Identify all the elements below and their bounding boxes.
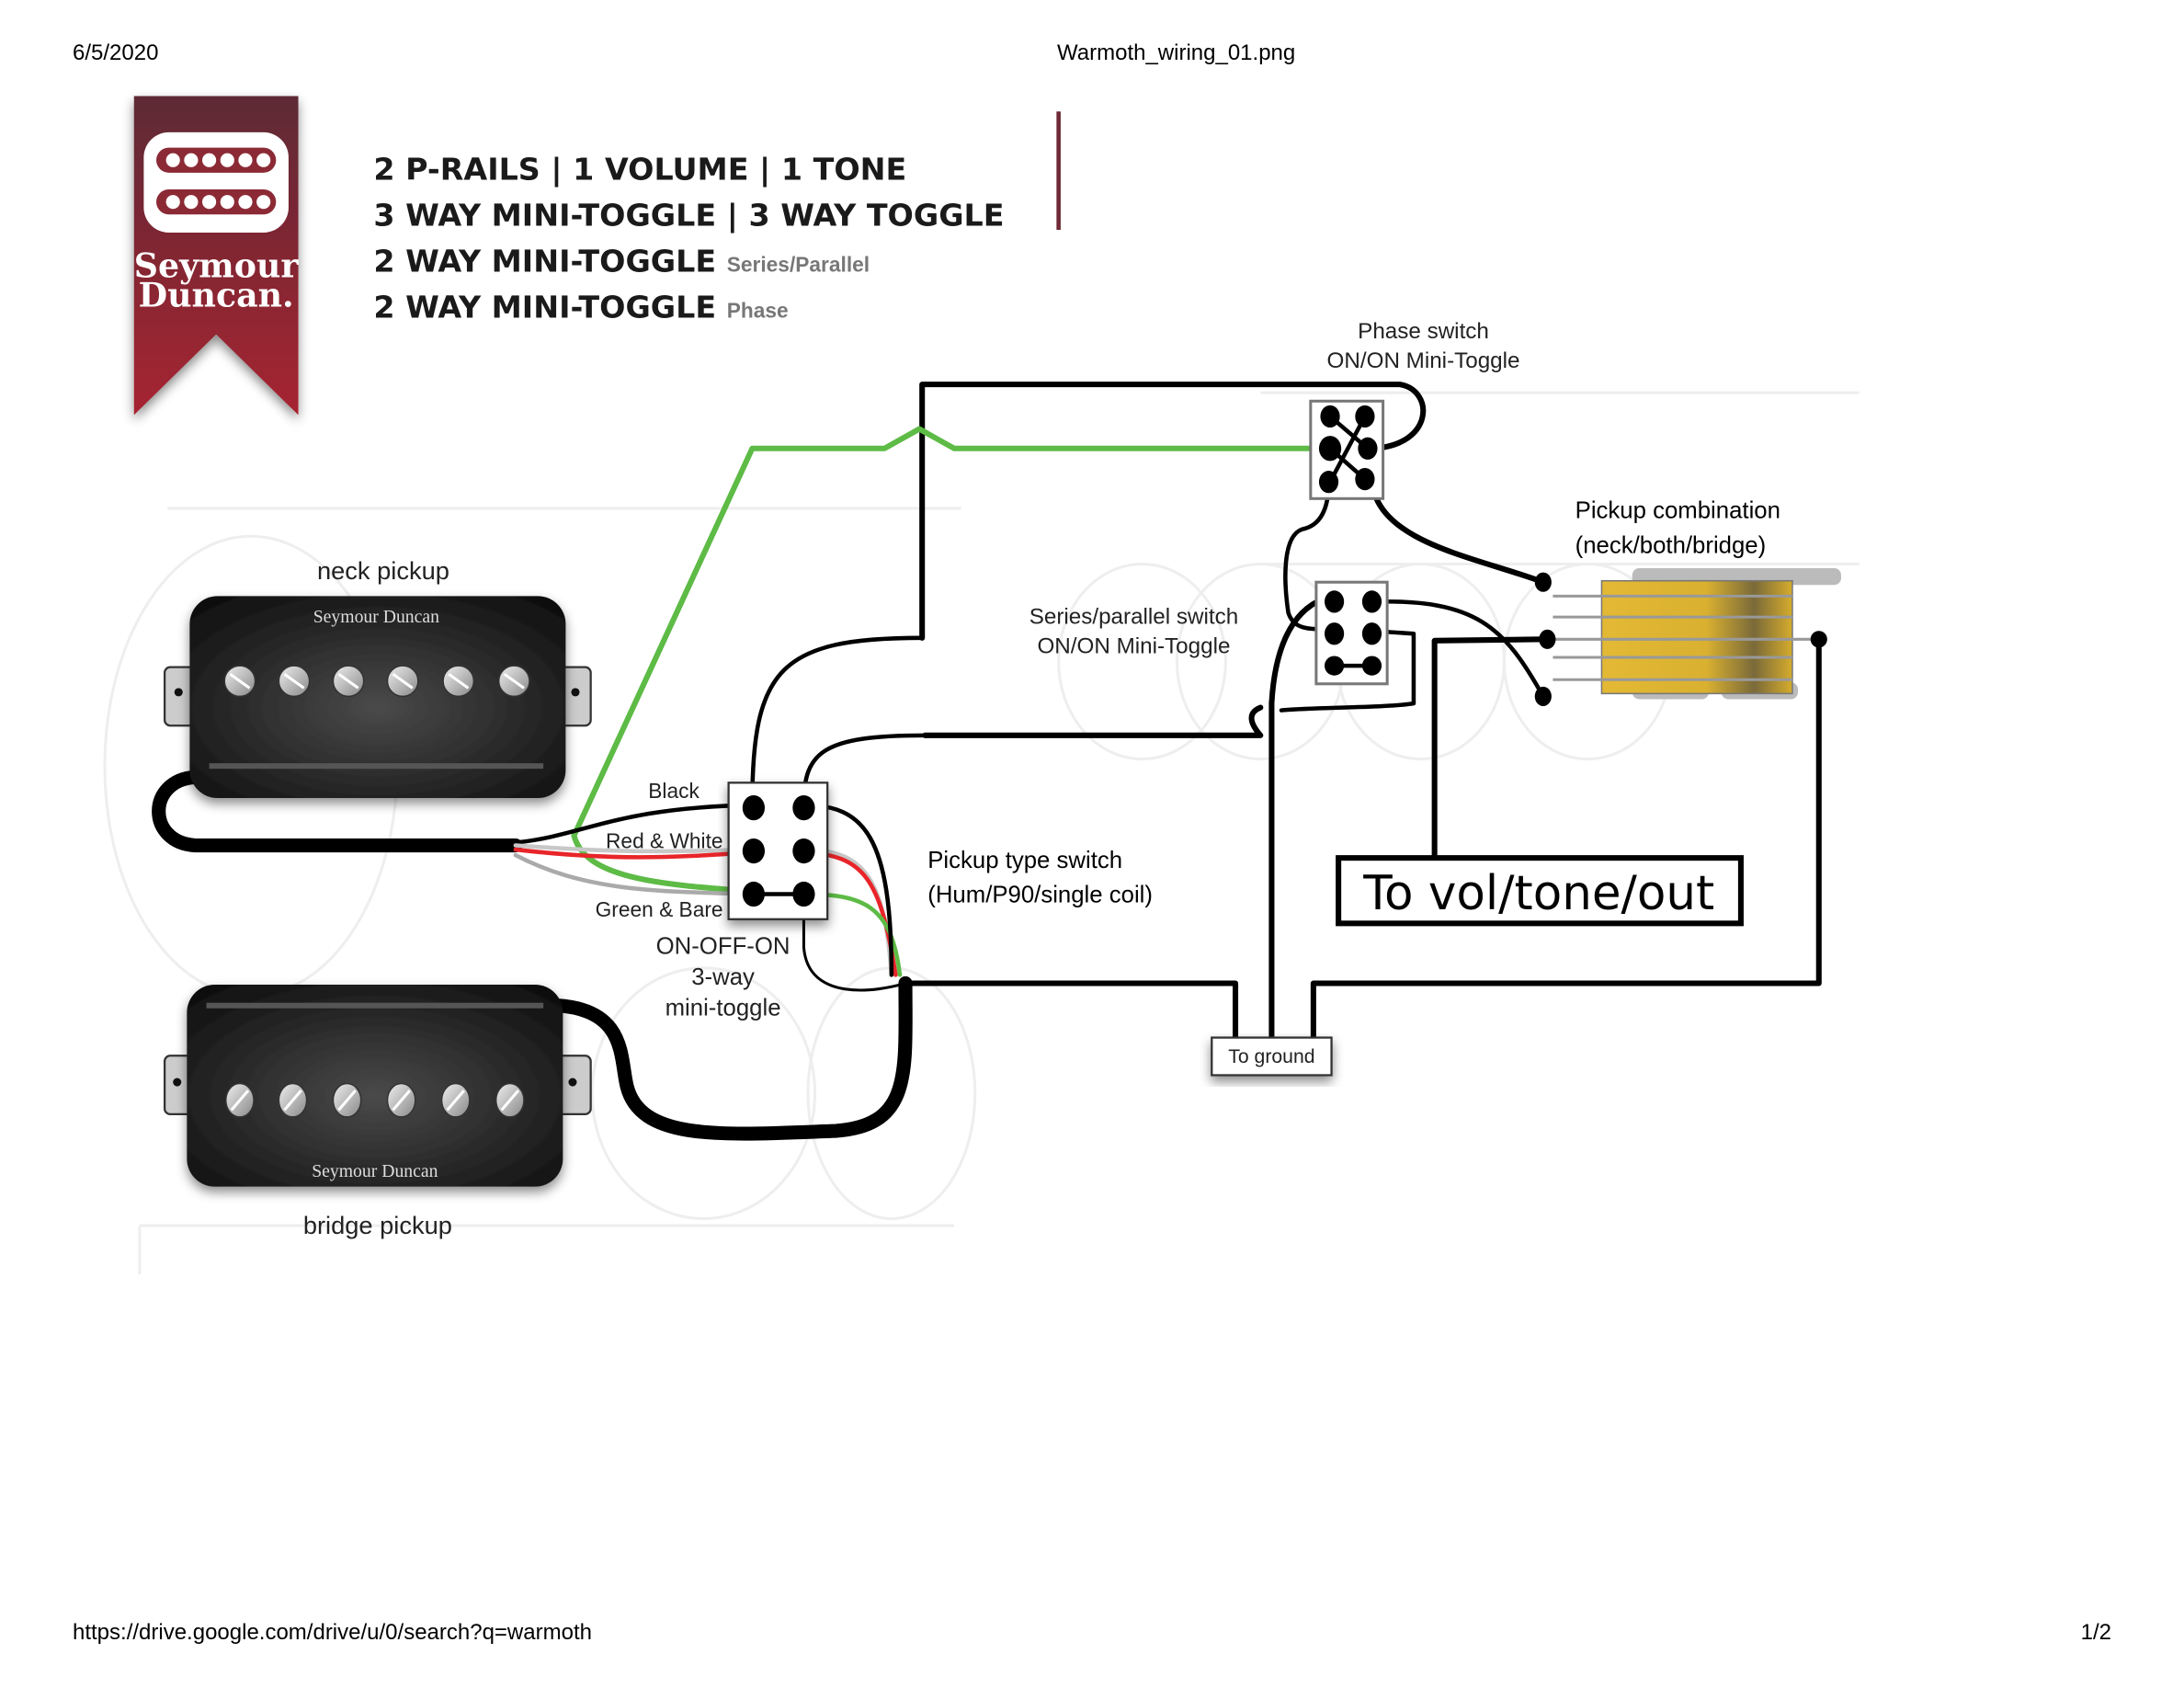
- svg-text:3 WAY MINI-TOGGLE | 3 WAY TOGG: 3 WAY MINI-TOGGLE | 3 WAY TOGGLE: [373, 197, 1004, 233]
- bridge-pickup-label: bridge pickup: [303, 1211, 452, 1239]
- wire-top-loop: [919, 382, 1427, 641]
- type-switch-kind-line1: ON-OFF-ON: [656, 934, 791, 960]
- wire-ground-left: [902, 980, 1239, 1043]
- type-switch-kind-line2: 3-way: [691, 964, 755, 990]
- wire-label-red-white: Red & White: [606, 829, 723, 853]
- wire-sp-right-loop: [1279, 628, 1416, 713]
- wire-phase-to-selector: [1369, 479, 1546, 586]
- phase-switch-title-line1: Phase switch: [1358, 319, 1489, 344]
- bridge-pickup-cover: [187, 985, 563, 1187]
- series-parallel-switch: Series/parallel switch ON/ON Mini-Toggle: [1029, 580, 1389, 686]
- seymour-duncan-logo: Seymour Duncan.: [134, 96, 300, 416]
- bridge-blade: [206, 1002, 544, 1009]
- wire-phase-to-sp: [1283, 479, 1333, 633]
- logo-text-line1: Seymour: [134, 245, 300, 285]
- sp-switch-title-line1: Series/parallel switch: [1029, 605, 1238, 630]
- s-logo-icon: [143, 131, 289, 233]
- wire-selector-to-out: [1431, 636, 1546, 860]
- print-file-name: Warmoth_wiring_01.png: [1057, 40, 1296, 65]
- background-guides: [103, 391, 1860, 1275]
- vol-tone-out-box: To vol/tone/out: [1336, 855, 1744, 927]
- bridge-cable: [550, 975, 913, 1141]
- type-switch-title-line1: Pickup type switch: [927, 848, 1122, 873]
- wire-type-to-top: [750, 635, 925, 807]
- phase-switch-crossover: [1328, 415, 1370, 484]
- type-switch-kind-line3: mini-toggle: [665, 995, 781, 1021]
- type-switch-lugs: [742, 794, 815, 907]
- title-line-3: 2 WAY MINI-TOGGLE: [373, 243, 716, 279]
- neck-cable: [152, 770, 523, 853]
- title-line-4-sub: Phase: [727, 298, 789, 322]
- selector-contacts: [1553, 594, 1811, 681]
- wire-label-green-bare: Green & Bare: [596, 897, 723, 921]
- sp-switch-title-line2: ON/ON Mini-Toggle: [1037, 633, 1230, 658]
- neck-blade: [209, 763, 544, 770]
- title-line-2: 3 WAY MINI-TOGGLE | 3 WAY TOGGLE: [373, 197, 1004, 233]
- phase-switch: Phase switch ON/ON Mini-Toggle: [1309, 319, 1520, 500]
- type-switch-title-line2: (Hum/P90/single coil): [927, 883, 1153, 908]
- wire-ground-right: [1310, 636, 1822, 1043]
- wire-ground-jog: [922, 704, 1264, 738]
- svg-text:2 WAY MINI-TOGGLE Series/Paral: 2 WAY MINI-TOGGLE Series/Parallel: [373, 243, 870, 279]
- wire-sp-to-selector-bottom: [1370, 599, 1546, 699]
- ground-box: To ground: [1211, 1036, 1333, 1077]
- neck-pickup: neck pickup Seymour Duncan: [163, 556, 592, 799]
- wire-label-black: Black: [648, 779, 700, 803]
- selector-title-line2: (neck/both/bridge): [1575, 532, 1767, 558]
- neck-pickup-label: neck pickup: [317, 556, 449, 585]
- svg-text:2 WAY MINI-TOGGLE Phase: 2 WAY MINI-TOGGLE Phase: [373, 289, 788, 325]
- pickup-selector-switch: Pickup combination (neck/both/bridge): [1534, 498, 1841, 707]
- bridge-pickup-brand: Seymour Duncan: [312, 1161, 438, 1181]
- print-url: https://drive.google.com/drive/u/0/searc…: [73, 1620, 592, 1645]
- selector-terminals: [1534, 572, 1827, 707]
- neck-pickup-cover: [189, 596, 566, 799]
- neck-wire-bare: [513, 852, 755, 896]
- bridge-pickup: Seymour Duncan bridge pickup: [163, 985, 592, 1239]
- title-line-1: 2 P-RAILS | 1 VOLUME | 1 TONE: [373, 151, 906, 187]
- neck-pickup-brand: Seymour Duncan: [313, 607, 439, 627]
- ground-label: To ground: [1228, 1046, 1314, 1067]
- wire-ground-center: [1268, 596, 1326, 1043]
- title-line-4: 2 WAY MINI-TOGGLE: [373, 289, 716, 325]
- wire-green-phase: [571, 426, 1334, 838]
- neck-wire-red: [513, 847, 755, 860]
- title-line-3-sub: Series/Parallel: [727, 252, 870, 276]
- print-date: 6/5/2020: [73, 40, 159, 65]
- selector-title-line1: Pickup combination: [1575, 498, 1780, 524]
- phase-switch-title-line2: ON/ON Mini-Toggle: [1327, 348, 1520, 373]
- print-page-number: 1/2: [2080, 1620, 2111, 1645]
- pickup-type-switch: Black Red & White Green & Bare ON-OFF-ON…: [596, 779, 1153, 1021]
- neck-wire-white: [513, 843, 755, 854]
- bridge-wire-loop: [802, 893, 907, 992]
- vol-tone-out-label: To vol/tone/out: [1362, 866, 1714, 921]
- title-block: 2 P-RAILS | 1 VOLUME | 1 TONE 3 WAY MINI…: [373, 111, 1061, 325]
- selector-body: [1600, 579, 1793, 695]
- bridge-pole-pieces: [225, 1082, 525, 1118]
- neck-wire-black: [513, 803, 755, 845]
- svg-text:2 P-RAILS | 1 VOLUME | 1 TONE: 2 P-RAILS | 1 VOLUME | 1 TONE: [373, 151, 906, 187]
- neck-pole-pieces: [223, 665, 530, 698]
- logo-text-line2: Duncan.: [139, 275, 294, 314]
